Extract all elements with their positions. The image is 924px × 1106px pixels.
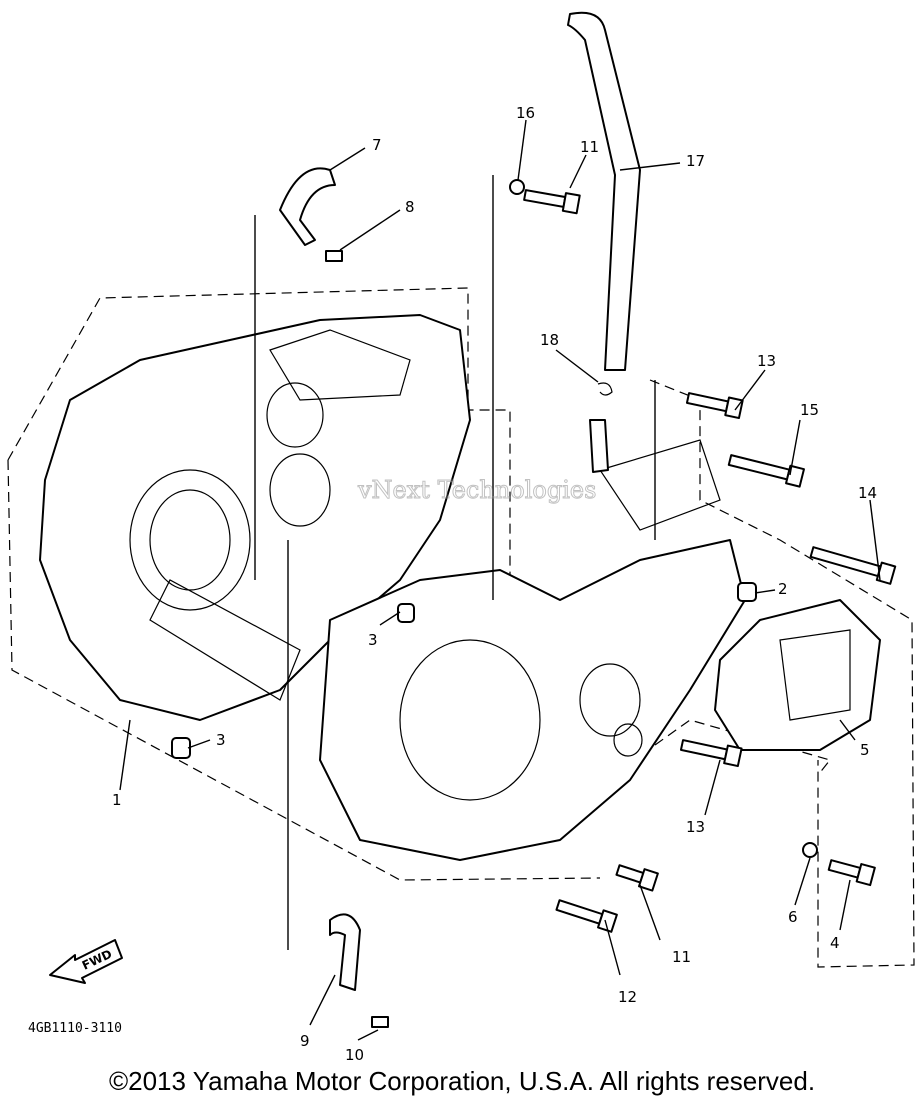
small-parts — [171, 179, 818, 858]
drawing-number: 4GB1110-3110 — [28, 1021, 122, 1036]
part-label-18: 18 — [540, 331, 559, 349]
exploded-parts-diagram: 7 8 16 11 17 18 13 15 14 2 3 3 5 1 13 11… — [7, 11, 915, 1060]
forward-direction-arrow: FWD — [49, 939, 123, 984]
part-label-3-center: 3 — [368, 631, 378, 649]
part-label-8: 8 — [405, 198, 415, 216]
part-label-12: 12 — [618, 988, 637, 1006]
part-label-4: 4 — [830, 934, 840, 952]
copyright-notice: ©2013 Yamaha Motor Corporation, U.S.A. A… — [108, 1066, 816, 1096]
part-label-3-left: 3 — [216, 731, 226, 749]
part-label-13-top: 13 — [757, 352, 776, 370]
part-label-10: 10 — [345, 1046, 364, 1060]
breather-hose — [567, 11, 641, 371]
part-label-1: 1 — [112, 791, 122, 809]
part-labels: 7 8 16 11 17 18 13 15 14 2 3 3 5 1 13 11… — [112, 104, 877, 1060]
right-crankcase — [319, 439, 746, 861]
watermark: vNext Technologies — [357, 476, 597, 505]
part-label-14: 14 — [858, 484, 877, 502]
leader-lines — [119, 119, 881, 1041]
retaining-plates — [279, 167, 361, 991]
bolts — [325, 189, 897, 1028]
part-label-16: 16 — [516, 104, 535, 122]
part-label-17: 17 — [686, 152, 705, 170]
part-label-15: 15 — [800, 401, 819, 419]
crankcase-cover — [714, 599, 881, 751]
part-label-9: 9 — [300, 1032, 310, 1050]
watermark-text: vNext Technologies — [357, 476, 596, 504]
part-label-11-bottom: 11 — [672, 948, 691, 966]
part-label-7: 7 — [372, 136, 382, 154]
part-label-2: 2 — [778, 580, 788, 598]
part-label-11-top: 11 — [580, 138, 599, 156]
part-label-13-bottom: 13 — [686, 818, 705, 836]
part-label-5: 5 — [860, 741, 870, 759]
part-label-6: 6 — [788, 908, 798, 926]
